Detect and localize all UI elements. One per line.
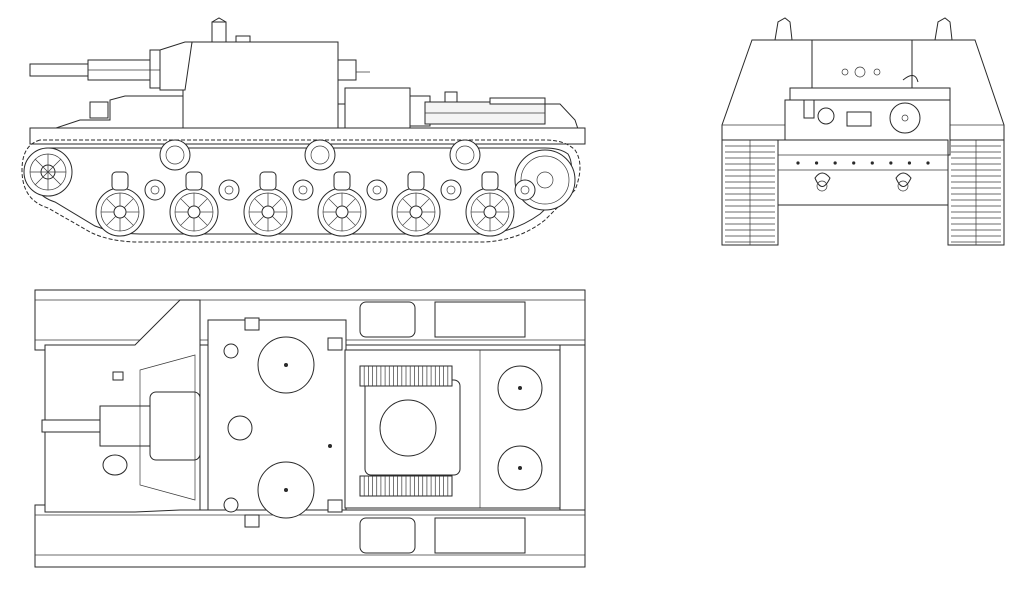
- return-roller: [159, 139, 191, 171]
- top-engine-deck: [344, 349, 561, 509]
- return-rollers: [159, 139, 481, 171]
- casemate-roof: [207, 317, 347, 528]
- return-roller: [304, 139, 336, 171]
- suspension-hub: [218, 179, 240, 201]
- road-wheel: [465, 171, 515, 237]
- front-glacis: [777, 139, 949, 206]
- suspension-hub: [144, 179, 166, 201]
- side-view: [21, 17, 586, 243]
- front-tow-hooks: [814, 172, 912, 192]
- top-fuel-tanks: [359, 301, 526, 554]
- suspension-hub: [440, 179, 462, 201]
- periscope: [227, 415, 253, 441]
- front-view: [721, 17, 1005, 246]
- front-right-track: [947, 129, 1005, 246]
- top-gun: [41, 354, 201, 501]
- idler-wheel: [23, 147, 73, 197]
- suspension-hub: [514, 179, 536, 201]
- front-vision-port: [817, 107, 835, 125]
- top-view: [34, 289, 586, 568]
- road-wheel: [317, 171, 367, 237]
- suspension-hubs: [144, 179, 536, 201]
- suspension-hub: [366, 179, 388, 201]
- front-left-track: [721, 129, 779, 246]
- road-wheel: [391, 171, 441, 237]
- hull-body: [29, 127, 586, 145]
- suspension-hub: [292, 179, 314, 201]
- engine-grille-upper: [359, 365, 453, 387]
- road-wheels: [95, 171, 515, 237]
- right-lift-hook: [934, 17, 953, 41]
- return-roller: [449, 139, 481, 171]
- road-wheel: [95, 171, 145, 237]
- engine-deck: [337, 87, 581, 136]
- road-wheel: [169, 171, 219, 237]
- front-mantlet: [889, 102, 921, 134]
- left-lift-hook: [774, 17, 793, 41]
- engine-grille-lower: [359, 475, 453, 497]
- road-wheel: [243, 171, 293, 237]
